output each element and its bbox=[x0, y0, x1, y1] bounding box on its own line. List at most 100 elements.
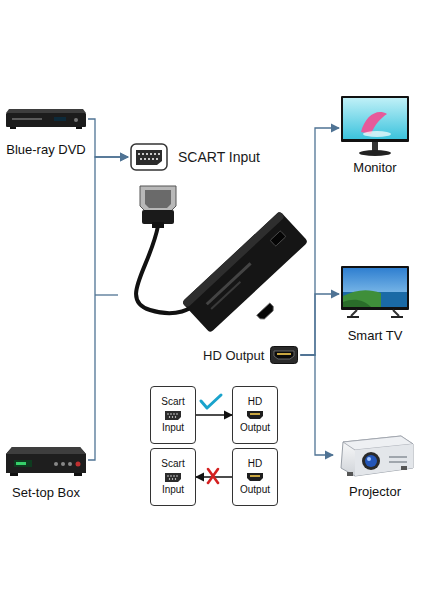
scart-plug-pins bbox=[140, 186, 176, 212]
picture-part bbox=[150, 153, 152, 155]
picture-part bbox=[176, 413, 177, 414]
picture-part bbox=[367, 457, 371, 461]
check-mark bbox=[201, 395, 221, 408]
picture-part bbox=[391, 316, 403, 318]
picture-part bbox=[154, 153, 156, 155]
port-box: Scart Input bbox=[150, 386, 196, 444]
converter-top bbox=[182, 211, 285, 308]
scart-mini-icon bbox=[164, 472, 182, 483]
picture-part bbox=[250, 413, 260, 415]
picture-part bbox=[165, 473, 181, 482]
hdmi-port bbox=[257, 303, 276, 321]
display-device: Monitor bbox=[339, 96, 411, 176]
picture-part bbox=[170, 413, 171, 414]
port-label: HD Output bbox=[235, 451, 275, 503]
picture-part bbox=[343, 268, 407, 307]
picture-part bbox=[167, 475, 177, 479]
smart-tv-picture bbox=[341, 266, 409, 324]
connector-arrow bbox=[300, 294, 339, 355]
bluray-player-picture bbox=[6, 108, 86, 130]
monitor-picture bbox=[341, 96, 409, 158]
picture-part bbox=[10, 473, 18, 476]
source-device: Blue-ray DVD bbox=[4, 108, 88, 158]
picture-part bbox=[355, 444, 413, 476]
picture-part bbox=[343, 290, 381, 307]
picture-part bbox=[372, 142, 378, 151]
converter-print bbox=[210, 281, 241, 310]
usb-port bbox=[270, 231, 286, 246]
output-port: HD Output bbox=[201, 344, 300, 366]
cross-stroke bbox=[208, 469, 218, 483]
scart-icon bbox=[130, 143, 168, 171]
picture-part bbox=[170, 475, 171, 476]
picture-part bbox=[74, 473, 82, 476]
device-label: Set-top Box bbox=[12, 485, 80, 501]
scart-plug-boot bbox=[152, 222, 164, 228]
scart-plug-body bbox=[142, 210, 174, 224]
picture-part bbox=[169, 416, 170, 417]
picture-part bbox=[250, 475, 260, 477]
picture-part bbox=[152, 158, 154, 160]
device-label: Blue-ray DVD bbox=[6, 142, 85, 158]
cross-stroke bbox=[208, 469, 218, 483]
picture-part bbox=[167, 475, 168, 476]
display-device: Smart TV bbox=[339, 266, 411, 344]
picture-part bbox=[175, 416, 176, 417]
picture-part bbox=[169, 478, 170, 479]
picture-part bbox=[61, 462, 65, 466]
picture-part bbox=[363, 131, 391, 137]
picture-part bbox=[54, 462, 58, 466]
picture-part bbox=[173, 413, 174, 414]
display-device: Projector bbox=[333, 428, 417, 500]
picture-part bbox=[247, 411, 263, 419]
picture-part bbox=[140, 158, 142, 160]
hdmi-mini-icon bbox=[246, 410, 264, 420]
cross-mark bbox=[208, 469, 218, 483]
picture-part bbox=[347, 472, 353, 476]
picture-part bbox=[158, 153, 160, 155]
connector-arrow bbox=[196, 414, 232, 415]
picture-part bbox=[6, 447, 86, 454]
picture-part bbox=[271, 347, 298, 364]
picture-part bbox=[341, 96, 409, 142]
picture-part bbox=[343, 300, 371, 307]
picture-part bbox=[144, 158, 146, 160]
picture-part bbox=[165, 411, 181, 420]
picture-part bbox=[16, 462, 26, 465]
picture-part bbox=[347, 316, 359, 318]
picture-part bbox=[54, 117, 66, 121]
picture-part bbox=[341, 266, 409, 310]
picture-part bbox=[142, 153, 144, 155]
hdmi-mini-icon bbox=[246, 472, 264, 482]
input-port: SCART Input bbox=[128, 141, 262, 173]
connector-arrow bbox=[300, 355, 333, 455]
picture-part bbox=[176, 475, 177, 476]
adapter-illustration bbox=[136, 186, 308, 333]
picture-part bbox=[341, 436, 413, 476]
port-label: HD Output bbox=[235, 389, 275, 441]
picture-part bbox=[146, 153, 148, 155]
picture-part bbox=[175, 478, 176, 479]
port-box: Scart Input bbox=[150, 448, 196, 506]
converter-body bbox=[182, 211, 309, 333]
picture-part bbox=[362, 452, 380, 470]
projector-picture bbox=[335, 428, 415, 482]
port-label: HD Output bbox=[203, 347, 264, 364]
device-label: Smart TV bbox=[348, 328, 403, 344]
converter-box bbox=[182, 211, 309, 333]
picture-part bbox=[76, 462, 81, 467]
port-box: HD Output bbox=[232, 386, 278, 444]
picture-part bbox=[138, 153, 160, 160]
picture-part bbox=[6, 447, 86, 473]
picture-part bbox=[343, 98, 407, 139]
picture-part bbox=[156, 158, 158, 160]
port-box: HD Output bbox=[232, 448, 278, 506]
picture-part bbox=[173, 475, 174, 476]
source-device: Set-top Box bbox=[4, 443, 88, 501]
picture-part bbox=[167, 413, 177, 417]
device-label: Projector bbox=[349, 484, 401, 500]
picture-part bbox=[68, 462, 72, 466]
picture-part bbox=[401, 466, 407, 470]
